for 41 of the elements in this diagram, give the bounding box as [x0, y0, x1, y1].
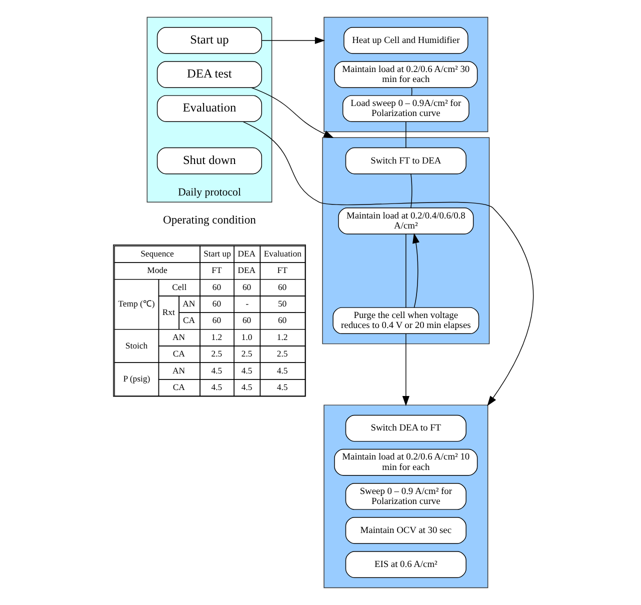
- label: Operating condition: [163, 214, 256, 227]
- label: Temp (℃): [118, 298, 155, 309]
- label: 60: [212, 298, 222, 309]
- label: 2.5: [211, 348, 222, 359]
- label: Start up: [204, 248, 231, 259]
- label: 60: [212, 315, 222, 326]
- label: 1.0: [241, 332, 252, 342]
- label: 60: [242, 315, 252, 326]
- label: CA: [172, 382, 185, 392]
- label: AN: [182, 298, 196, 309]
- label: 4.5: [241, 382, 252, 392]
- label: 1.2: [276, 332, 288, 342]
- label: 4.5: [241, 365, 252, 376]
- label: Evaluation: [264, 248, 302, 259]
- label: 4.5: [211, 382, 222, 392]
- label: FT: [212, 265, 222, 276]
- label: AN: [172, 332, 186, 342]
- label: 4.5: [211, 365, 222, 376]
- label: 1.2: [211, 332, 222, 342]
- label: Cell: [172, 282, 187, 292]
- label: 2.5: [241, 348, 252, 359]
- label: Sequence: [140, 248, 174, 259]
- label: 60: [278, 282, 287, 292]
- label: CA: [172, 348, 185, 359]
- label: 4.5: [276, 365, 288, 376]
- label: DEA: [238, 265, 256, 276]
- label: 60: [212, 282, 222, 292]
- label: Mode: [147, 265, 168, 276]
- label: P (psig): [123, 374, 150, 384]
- label: -: [246, 298, 249, 309]
- label: 50: [278, 298, 287, 309]
- label: 60: [242, 282, 252, 292]
- label: CA: [183, 315, 196, 326]
- label: 60: [278, 315, 287, 326]
- label: DEA: [238, 248, 256, 259]
- label: Stoich: [125, 340, 148, 350]
- label: 4.5: [276, 382, 288, 392]
- label: Rxt: [162, 306, 175, 317]
- label: 2.5: [276, 348, 288, 359]
- label: AN: [172, 365, 186, 376]
- label: FT: [277, 265, 288, 276]
